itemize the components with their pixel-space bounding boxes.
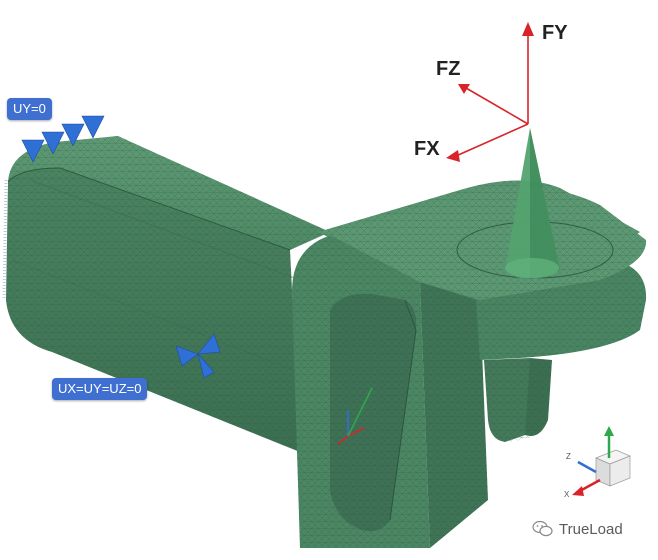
fy-arrow-head bbox=[522, 22, 534, 36]
view-triad-icon bbox=[572, 426, 631, 496]
watermark: TrueLoad bbox=[532, 520, 623, 538]
bracket-head bbox=[330, 187, 647, 442]
fz-label: FZ bbox=[436, 58, 461, 80]
beam-body bbox=[2, 136, 330, 452]
load-cone bbox=[505, 128, 560, 279]
local-csys-icon bbox=[337, 387, 373, 445]
fx-arrow-head bbox=[446, 150, 460, 162]
force-vectors bbox=[446, 22, 534, 162]
fx-arrow-shaft bbox=[455, 123, 529, 157]
fz-arrow-head bbox=[458, 84, 470, 94]
uy-constraint-label: UY=0 bbox=[7, 98, 52, 120]
triad-z-label: Z bbox=[566, 452, 571, 461]
watermark-text: TrueLoad bbox=[559, 520, 623, 538]
triad-x-label: X bbox=[564, 490, 570, 499]
uy-constraint-markers bbox=[21, 115, 105, 163]
fixed-support-label: UX=UY=UZ=0 bbox=[52, 378, 148, 400]
fz-arrow-shaft bbox=[465, 87, 529, 125]
fy-label: FY bbox=[542, 22, 568, 44]
fixed-support-marker bbox=[175, 333, 221, 379]
wechat-icon bbox=[532, 520, 553, 537]
fx-label: FX bbox=[414, 138, 440, 160]
